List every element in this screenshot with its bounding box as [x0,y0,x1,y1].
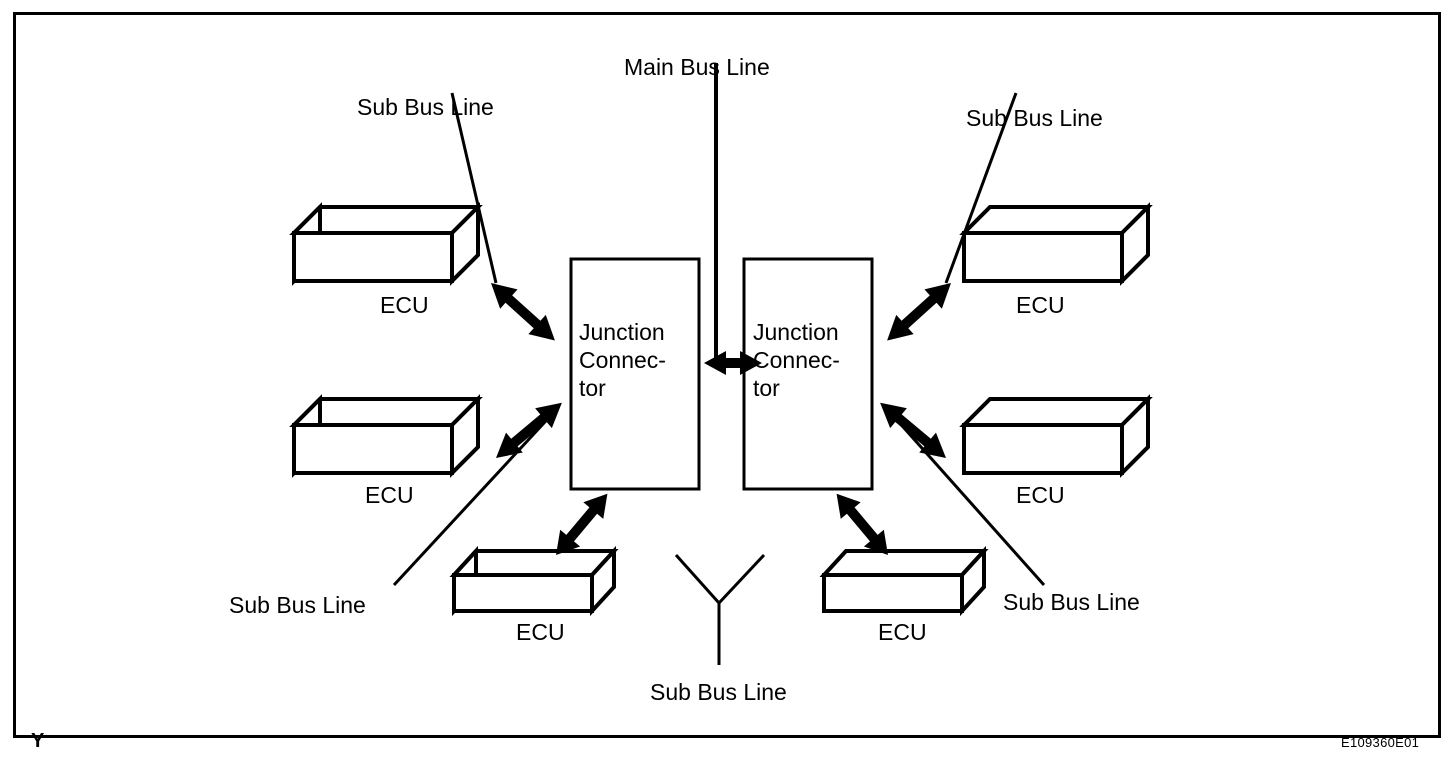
figure-reference-code: E109360E01 [1341,735,1420,750]
label-sub-bus-line-top-right: Sub Bus Line [966,105,1103,131]
arrow-ecu-middle-left [496,402,562,458]
leader-sub-bus-bottom-left [392,408,558,587]
arrow-ecu-bottom-left [556,493,608,555]
diagram-canvas [289,63,1153,665]
label-sub-bus-line-bottom-right: Sub Bus Line [1003,589,1140,615]
junction-connector-right-box [742,257,874,491]
ecu-bottom-left-box [449,545,619,617]
corner-mark-letter: Y [31,730,45,752]
arrow-ecu-top-left [491,283,555,341]
ecu-middle-left-box [289,394,483,478]
leader-sub-bus-top-right [944,92,1018,284]
arrow-ecu-bottom-right [836,493,888,555]
leader-sub-bus-bottom-right [886,409,1046,586]
ecu-middle-right-box [959,394,1153,478]
ecu-bottom-left-label: ECU [516,619,565,645]
label-main-bus-line: Main Bus Line [624,54,770,80]
ecu-top-left-box [289,202,483,286]
leader-sub-bus-bottom-center [674,553,766,665]
arrow-ecu-top-right [887,283,951,341]
arrow-ecu-middle-right [880,402,946,458]
junction-connector-left-box [569,257,701,491]
junction-connector-left-label: Junction Connec- tor [579,319,666,402]
junction-connector-right-label: Junction Connec- tor [753,319,840,402]
ecu-bottom-right-box [819,545,989,617]
label-sub-bus-line-top-left: Sub Bus Line [357,94,494,120]
leader-sub-bus-top-left [450,92,498,284]
ecu-top-right-label: ECU [1016,292,1065,318]
ecu-bottom-right-label: ECU [878,619,927,645]
label-sub-bus-line-bottom-center: Sub Bus Line [650,679,787,705]
diagram-frame: Main Bus Line Sub Bus Line Sub Bus Line … [13,12,1441,738]
label-sub-bus-line-bottom-left: Sub Bus Line [229,592,366,618]
ecu-top-left-label: ECU [380,292,429,318]
arrow-between-junction-connectors [704,351,762,375]
ecu-middle-left-label: ECU [365,482,414,508]
ecu-top-right-box [959,202,1153,286]
ecu-middle-right-label: ECU [1016,482,1065,508]
